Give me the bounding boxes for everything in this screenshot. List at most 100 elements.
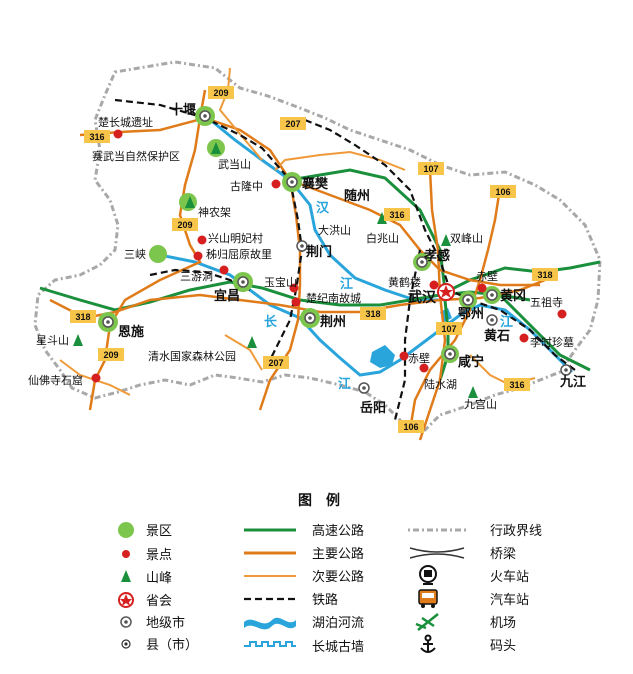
attraction-dot [193,251,203,261]
river-label-chang: 长 [264,314,278,330]
svg-text:209: 209 [177,220,192,230]
legend-lake-swatch [244,617,296,630]
attraction-dot [271,179,281,189]
attraction-dot [197,235,207,245]
peak-icon [185,196,195,208]
scenic-area-sanxia [149,245,167,263]
railway-central [269,179,304,361]
han-river [207,116,440,302]
legend-scenic-label: 景区 [146,524,172,539]
label-chibi-s: 赤壁 [408,351,430,365]
label-yushan: 玉宝山 [264,275,297,289]
legend-mainroad-label: 主要公路 [312,546,364,562]
city-marker [560,364,572,376]
secondary-road-4 [224,334,263,371]
label-sanyoudong: 三游洞 [180,270,213,283]
label-huanghelou: 黄鹤楼 [388,275,421,289]
expressway-east [439,260,601,297]
peak-icon [468,386,478,398]
expressway-south [438,299,450,381]
label-xingshan: 兴山明妃村 [208,231,263,245]
svg-text:106: 106 [403,422,418,432]
attraction-dot [519,333,529,343]
railway-north [114,98,291,181]
attraction-dot [429,280,439,290]
route-badge: 316 [384,208,410,221]
route-badge: 318 [70,310,96,323]
train-station-icon [419,565,437,585]
svg-text:209: 209 [213,88,228,98]
svg-text:318: 318 [537,270,552,280]
label-dahongshan: 大洪山 [318,223,351,237]
legend-scenic-swatch [118,522,134,538]
city-marker [199,110,211,122]
route-badge: 209 [98,348,124,361]
city-label-huangshi: 黄石 [484,328,510,344]
attraction-dot [91,373,101,383]
label-zigui: 秭归屈原故里 [206,247,272,261]
attraction-dot [399,351,409,361]
railway-southeast [469,298,576,371]
legend-greatwall-swatch [244,641,296,647]
legend-trainstation-label: 火车站 [490,569,529,585]
legend-attraction-swatch [122,550,130,558]
secondary-road-2 [274,150,406,171]
river-label-han-2: 江 [340,276,353,292]
legend-capital-icon [118,592,134,608]
expressway-north [289,168,447,291]
label-xianfosi: 仙佛寺石窟 [28,373,83,387]
legend-peak-label: 山峰 [146,571,172,586]
label-sanxia: 三峡 [124,247,146,261]
attraction-dot [113,129,123,139]
city-marker [237,276,249,288]
peak-icon [441,234,451,246]
city-label-suizhou: 随州 [344,188,370,204]
label-baizhaoshan: 白兆山 [366,231,399,245]
svg-text:107: 107 [441,324,456,334]
route-badge: 316 [504,378,530,391]
route-badge: 107 [436,322,462,335]
peak-icon [211,142,221,154]
route-badge: 106 [490,185,516,198]
peak-icon [247,336,257,348]
railway-jingguang [393,249,422,421]
svg-text:209: 209 [103,350,118,360]
peak-icon [73,334,83,346]
label-shuangfeng: 双峰山 [450,232,483,245]
label-jiugongshan: 九宫山 [464,397,497,411]
city-label-xiaogan: 孝感 [423,248,450,264]
svg-text:316: 316 [89,132,104,142]
city-marker [444,348,456,360]
city-marker [286,176,298,188]
city-label-shiyan: 十堰 [170,102,196,118]
attraction-dot [557,309,567,319]
label-saiwudang: 赛武当自然保护区 [92,149,180,163]
svg-text:207: 207 [268,358,283,368]
legend-bridge-icon [409,547,465,559]
svg-text:318: 318 [365,309,380,319]
secondary-road-1 [218,67,263,161]
label-lushuihu: 陆水湖 [424,377,457,391]
label-lishizhen: 李时珍墓 [530,335,574,349]
river-label-jiang-2: 江 [500,314,513,330]
route-badge: 107 [418,162,444,175]
prefecture-markers [102,110,572,394]
svg-text:318: 318 [75,312,90,322]
label-chibi-n: 赤壁 [476,269,498,283]
label-wudangshan: 武当山 [218,157,251,171]
city-marker [304,312,316,324]
city-label-xiangfan: 襄樊 [301,176,329,192]
route-badge: 318 [360,307,386,320]
label-wuzusi: 五祖寺 [530,295,563,309]
city-label-huanggang: 黄冈 [500,288,526,304]
label-qingjiang: 清水国家森林公园 [148,349,236,363]
legend-peak-icon [121,570,131,582]
label-shennongjia: 神农架 [198,205,231,219]
legend-prefecture-label: 地级市 [146,615,185,631]
river-label-han: 汉 [316,200,330,216]
legend-boundary-label: 行政界线 [490,524,542,539]
city-marker [486,314,498,326]
legend-county-label: 县（市） [146,637,198,653]
svg-text:316: 316 [509,380,524,390]
route-badge: 318 [532,268,558,281]
